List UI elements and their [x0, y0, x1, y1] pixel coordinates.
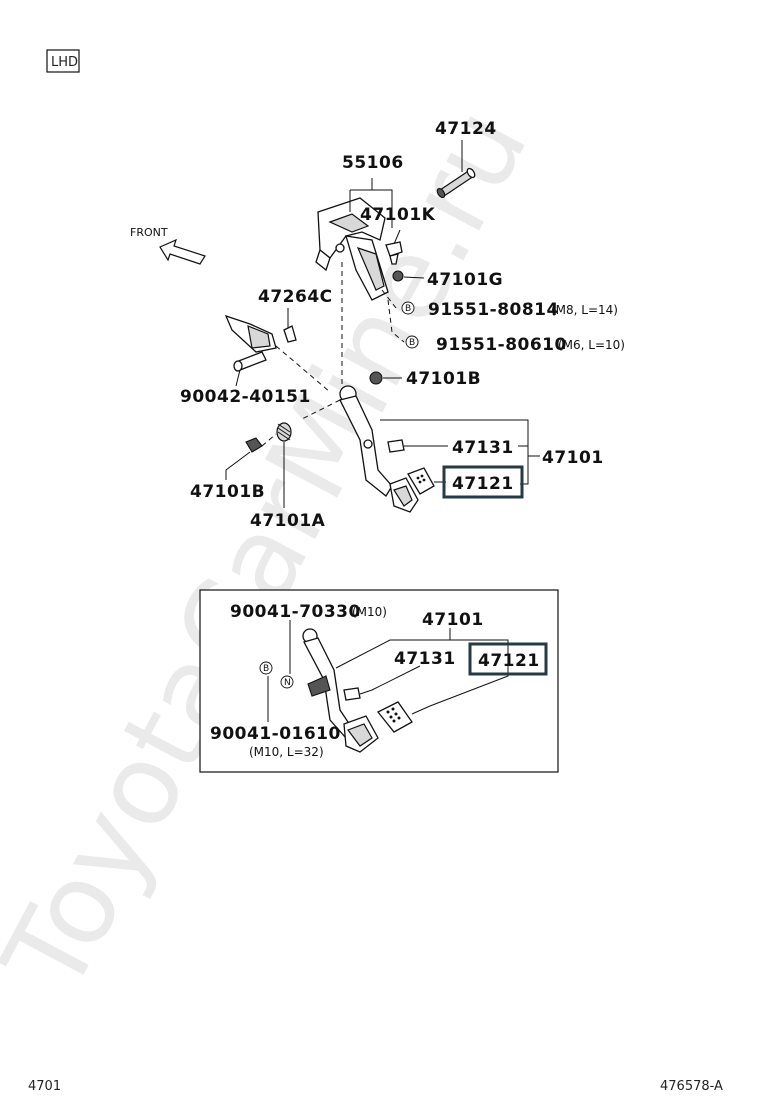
part-47121-pad: [407, 467, 435, 495]
lhd-badge: LHD: [46, 49, 80, 73]
label-91551-80610-spec: (M6, L=10): [558, 338, 625, 352]
label-55106: 55106: [342, 153, 404, 173]
bolt-marker-1-text: B: [405, 304, 411, 314]
footer-left-code: 4701: [28, 1079, 61, 1094]
front-label: FRONT: [130, 226, 168, 239]
label-47101B-lower: 47101B: [190, 482, 265, 502]
bolt-marker-2-text: B: [409, 338, 415, 348]
part-47101K-stopper: [385, 241, 403, 265]
inset-bolt-marker: [259, 661, 273, 675]
inset-nut-marker: [280, 675, 294, 689]
main-assembly: B B: [224, 140, 540, 513]
label-91551-80610: 91551-80610: [436, 335, 567, 355]
label-47124: 47124: [435, 119, 497, 139]
part-47131-bolt: [387, 439, 405, 453]
inset-bolt-marker-text: B: [263, 664, 269, 674]
footer-right-code: 476578-A: [660, 1079, 723, 1094]
label-47101B-upper: 47101B: [406, 369, 481, 389]
inset-label-47131: 47131: [394, 649, 456, 669]
inset-panel: B N: [199, 589, 559, 773]
label-47101G: 47101G: [427, 270, 503, 290]
highlight-47121-main: [442, 465, 524, 499]
label-47131: 47131: [452, 438, 514, 458]
inset-label-90041-70330: 90041-70330: [230, 602, 361, 622]
inset-label-90041-70330-spec: (M10): [352, 605, 387, 619]
label-91551-80814-spec: (M8, L=14): [551, 303, 618, 317]
inset-pad: [376, 701, 413, 733]
front-arrow: FRONT: [130, 226, 206, 265]
part-47101A-spring: [276, 422, 292, 442]
label-47264C: 47264C: [258, 287, 333, 307]
inset-label-47121: 47121: [478, 651, 540, 671]
highlight-47121-inset: [468, 642, 548, 676]
part-47264C-connector: [224, 314, 297, 372]
label-91551-80814: 91551-80814: [428, 300, 559, 320]
part-47124-pin: [436, 167, 476, 199]
label-47101K: 47101K: [360, 205, 436, 225]
part-47101-pedal-arm: [339, 385, 419, 513]
label-47121: 47121: [452, 474, 514, 494]
inset-label-90041-01610: 90041-01610: [210, 724, 341, 744]
bolt-marker-2: [405, 335, 419, 349]
bolt-marker-1: [401, 301, 415, 315]
inset-bolt-nut: [307, 675, 361, 701]
watermark-text: ToyotaCarMine.ru: [0, 88, 553, 1014]
inset-nut-marker-text: N: [284, 678, 291, 688]
label-47101: 47101: [542, 448, 604, 468]
part-55106-bracket: [315, 197, 389, 301]
inset-label-47101: 47101: [422, 610, 484, 630]
part-47101G-nut: [392, 270, 404, 282]
part-47101B-upper-nut: [369, 371, 383, 385]
label-90042-40151: 90042-40151: [180, 387, 311, 407]
inset-label-90041-01610-spec: (M10, L=32): [249, 745, 324, 759]
front-arrow-icon: [159, 238, 206, 265]
lhd-badge-text: LHD: [51, 55, 78, 70]
label-47101A: 47101A: [250, 511, 326, 531]
